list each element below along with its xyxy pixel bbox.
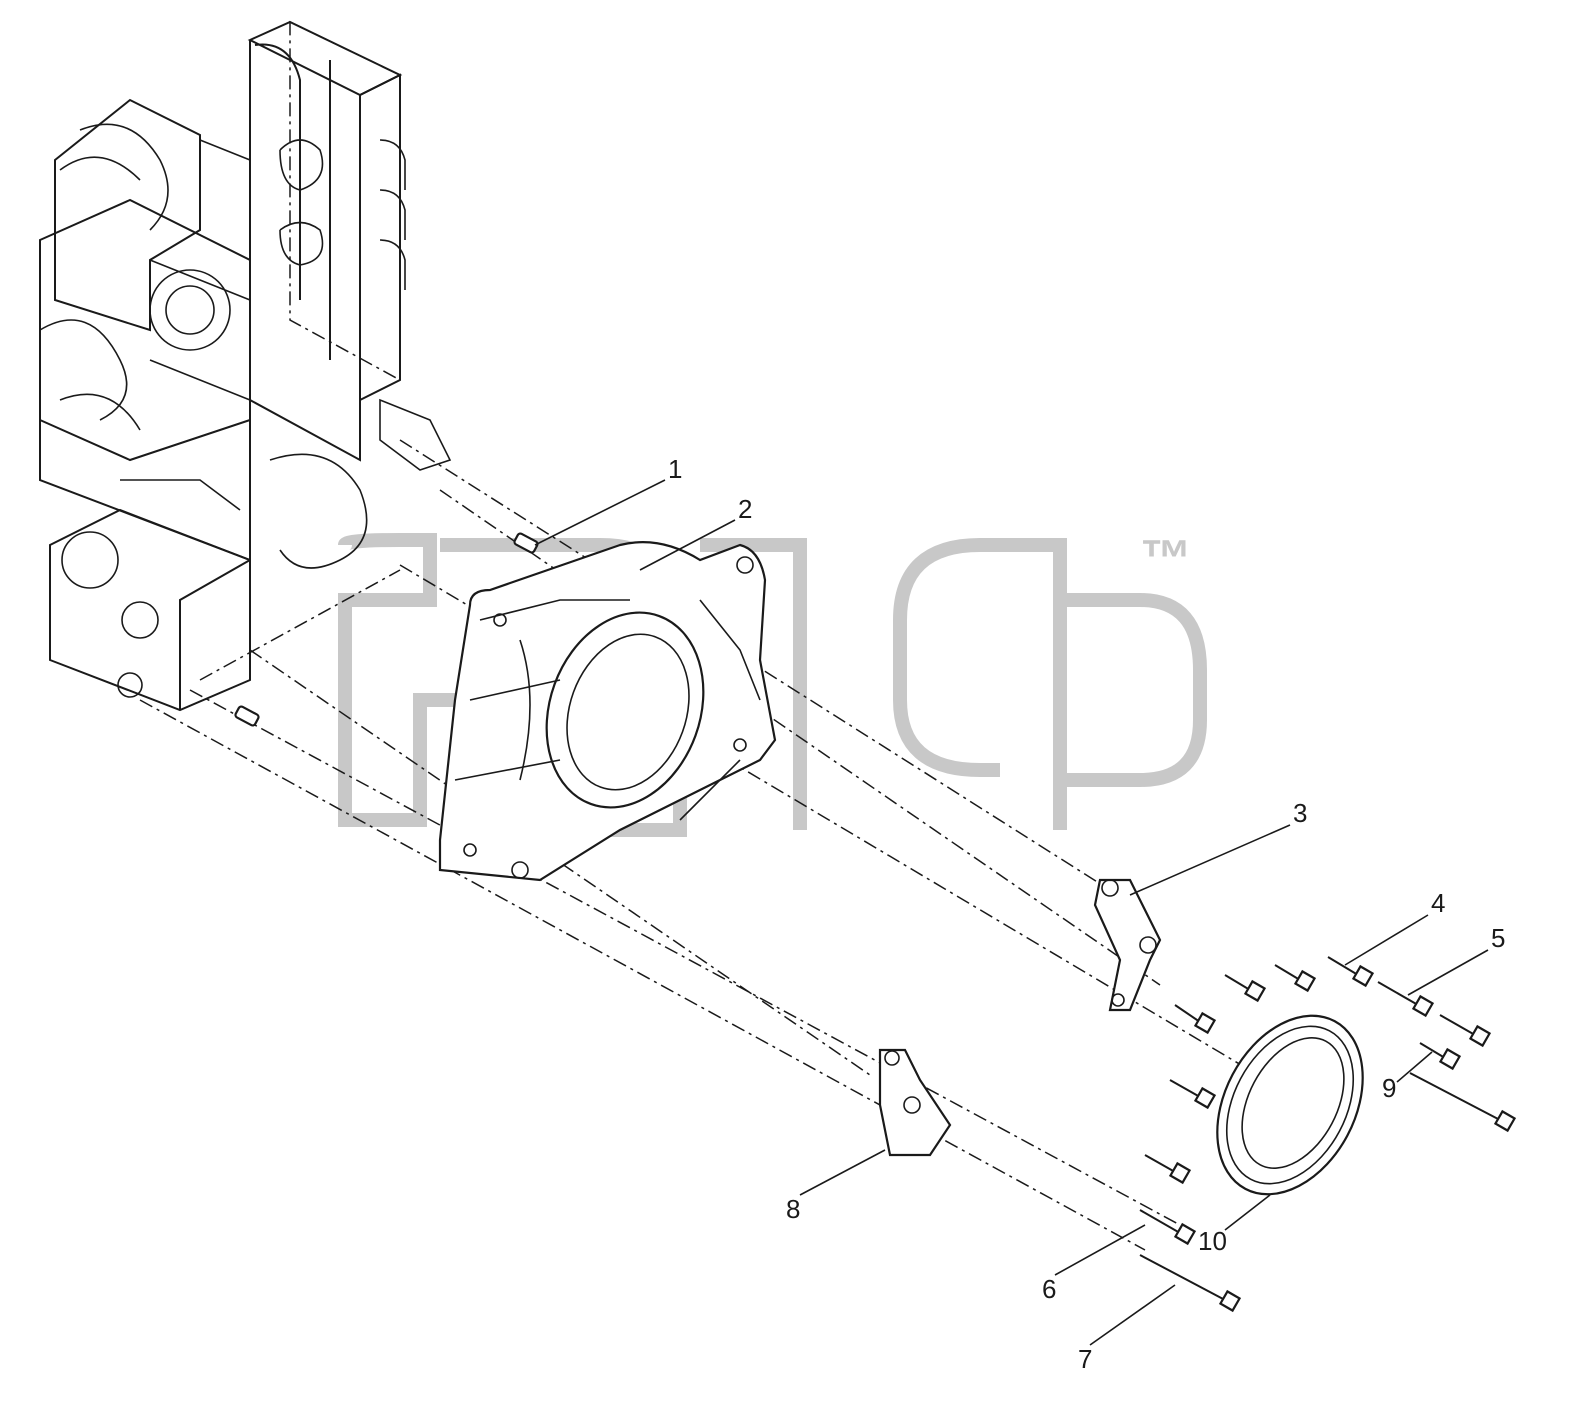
bracket-upper — [1093, 878, 1162, 1012]
callout-9: 9 — [1382, 1073, 1396, 1103]
callout-2: 2 — [738, 494, 752, 524]
callout-8: 8 — [786, 1194, 800, 1224]
callout-3: 3 — [1293, 798, 1307, 828]
bolt — [1139, 1209, 1197, 1246]
dowel-pin-part — [234, 532, 539, 727]
bolt — [1274, 964, 1317, 993]
bolt — [1224, 974, 1267, 1003]
bolt — [1174, 1004, 1217, 1035]
callout-5: 5 — [1491, 923, 1505, 953]
trademark-symbol: ™ — [1140, 530, 1192, 588]
callout-labels: 1 2 3 4 5 6 7 8 9 10 — [668, 454, 1505, 1374]
callout-6: 6 — [1042, 1274, 1056, 1304]
bolt — [1377, 981, 1435, 1018]
callout-10: 10 — [1198, 1226, 1227, 1256]
bracket-lower — [878, 1048, 952, 1157]
bolt — [1144, 1154, 1192, 1185]
leader-lines — [534, 479, 1489, 1346]
bolt — [1439, 1014, 1492, 1048]
rear-seal — [1216, 1014, 1364, 1196]
callout-4: 4 — [1431, 888, 1445, 918]
bolt — [1419, 1042, 1462, 1071]
callout-7: 7 — [1078, 1344, 1092, 1374]
callout-1: 1 — [668, 454, 682, 484]
engine-block — [39, 20, 452, 712]
bolts — [1139, 956, 1517, 1313]
bolt — [1169, 1079, 1217, 1110]
bolt — [1327, 956, 1375, 988]
bolt — [1409, 1072, 1517, 1133]
bolt — [1139, 1254, 1242, 1313]
flywheel-housing — [438, 541, 777, 882]
